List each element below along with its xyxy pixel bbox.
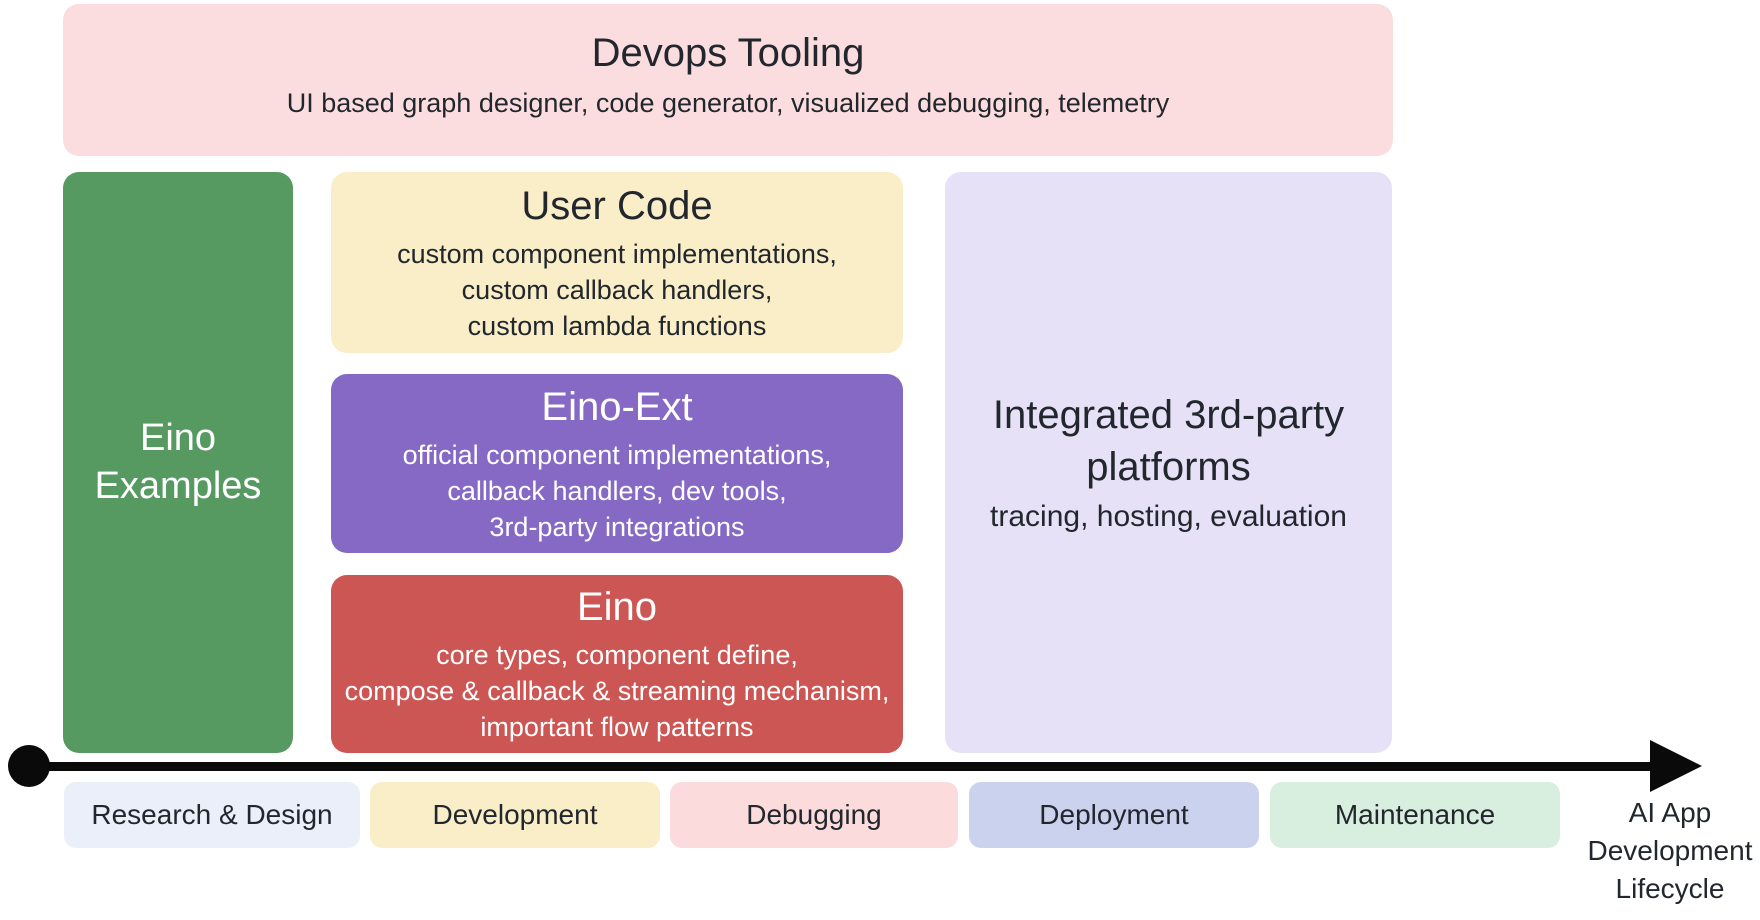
stage-research-design: Research & Design — [64, 782, 360, 848]
timeline-axis-line — [28, 762, 1655, 771]
stage-deployment: Deployment — [969, 782, 1259, 848]
devops-tooling-title: Devops Tooling — [591, 31, 865, 75]
lifecycle-axis-label: AI App Development Lifecycle — [1587, 797, 1753, 904]
eino-examples-title: Eino Examples — [94, 417, 262, 507]
eino-ext-title: Eino-Ext — [541, 384, 693, 429]
user-code-description: custom component implementations, custom… — [397, 238, 837, 341]
eino-ext-description: official component implementations, call… — [402, 439, 832, 542]
stage-development: Development — [370, 782, 660, 848]
eino-ext-box: Eino-Ext official component implementati… — [331, 374, 903, 553]
third-party-platforms-description: tracing, hosting, evaluation — [990, 499, 1347, 533]
devops-tooling-box: Devops Tooling UI based graph designer, … — [63, 4, 1393, 156]
user-code-box: User Code custom component implementatio… — [331, 172, 903, 353]
devops-tooling-subtitle: UI based graph designer, code generator,… — [286, 88, 1170, 118]
eino-core-title: Eino — [576, 585, 658, 629]
eino-core-description: core types, component define, compose & … — [344, 640, 890, 742]
third-party-platforms-box: Integrated 3rd-party platforms tracing, … — [945, 172, 1392, 753]
eino-core-box: Eino core types, component define, compo… — [331, 575, 903, 753]
third-party-platforms-title: Integrated 3rd-party platforms — [992, 392, 1345, 489]
user-code-title: User Code — [521, 183, 713, 228]
eino-examples-box: Eino Examples — [63, 172, 293, 753]
stage-maintenance: Maintenance — [1270, 782, 1560, 848]
stage-debugging: Debugging — [670, 782, 958, 848]
timeline-arrowhead-icon — [1650, 740, 1702, 792]
